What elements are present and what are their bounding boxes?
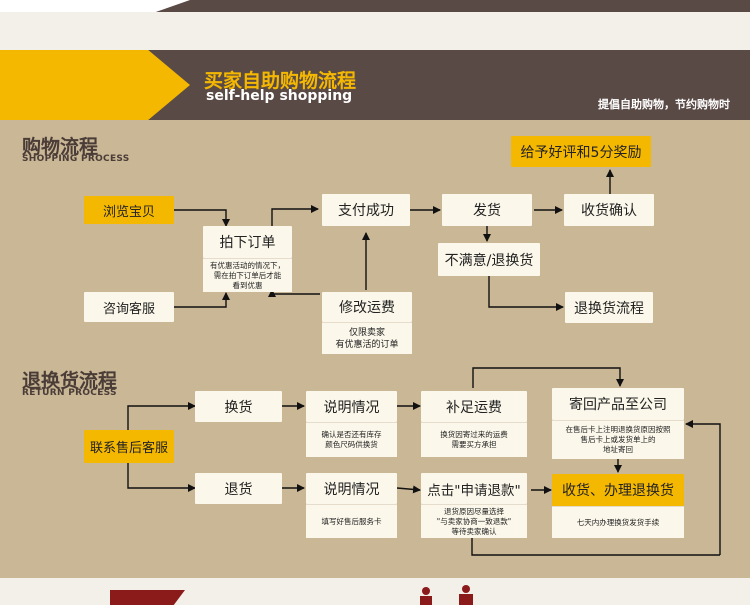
explain-exchange-note-line: 确认是否还有库存 (321, 430, 382, 439)
top-decoration (0, 0, 190, 12)
step-contact-aftersales: 联系售后客服 (84, 430, 174, 463)
explain-exchange-note-line: 颜色尺码供换货 (325, 440, 378, 449)
banner-subtitle: self-help shopping (206, 88, 353, 104)
step-modify-shipping: 修改运费 (322, 292, 412, 322)
supplement-note-line: 换货因寄过来的运费 (440, 430, 508, 439)
send-back-note-line: 售后卡上或发货单上的 (580, 435, 656, 444)
step-browse-items: 浏览宝贝 (84, 196, 174, 224)
place-order-note-line: 有优惠活动的情况下， (210, 260, 285, 270)
step-place-order: 拍下订单 (203, 226, 292, 258)
supplement-shipping-note: 换货因寄过来的运费 需要买方承担 (421, 422, 527, 457)
footer-red-shape (110, 590, 185, 605)
send-back-note-line: 地址寄回 (603, 445, 633, 454)
step-refund: 退货 (195, 473, 282, 504)
place-order-note: 有优惠活动的情况下， 需在拍下订单后才能 看到优惠 (203, 258, 292, 292)
step-reward: 给予好评和5分奖励 (511, 136, 651, 167)
modify-shipping-note: 仅限卖家 有优惠活的订单 (322, 322, 412, 354)
step-explain-refund: 说明情况 (306, 473, 397, 504)
step-return-process: 退换货流程 (565, 292, 653, 323)
banner-arrow-decoration (0, 50, 190, 120)
apply-refund-note-line: 退货原因尽量选择 (444, 506, 504, 516)
top-bar (0, 0, 750, 12)
step-receive-confirm: 收货确认 (564, 194, 654, 226)
step-ship: 发货 (442, 194, 532, 226)
apply-refund-note-line: 等待卖家确认 (451, 526, 497, 536)
supplement-note-line: 需要买方承担 (451, 440, 497, 449)
step-supplement-shipping: 补足运费 (421, 391, 527, 422)
step-unsatisfied-return: 不满意/退换货 (438, 243, 540, 276)
step-consult-support: 咨询客服 (84, 292, 174, 322)
modify-note-line: 有优惠活的订单 (335, 339, 399, 350)
step-receive-handle-return: 收货、办理退换货 (552, 474, 684, 506)
apply-refund-note: 退货原因尽量选择 "与卖家协商一致退款" 等待卖家确认 (421, 504, 527, 538)
banner-title: 买家自助购物流程 (204, 70, 357, 92)
explain-exchange-note: 确认是否还有库存 颜色尺码供换货 (306, 422, 397, 457)
place-order-note-line: 看到优惠 (232, 280, 263, 290)
send-back-note: 在售后卡上注明退换货原因按照 售后卡上或发货单上的 地址寄回 (552, 420, 684, 459)
banner-slogan: 提倡自助购物，节约购物时 (598, 98, 730, 111)
explain-refund-note-line: 填写好售后服务卡 (321, 516, 382, 526)
step-exchange: 换货 (195, 391, 282, 422)
step-apply-refund: 点击"申请退款" (421, 473, 527, 504)
return-process-title: 退换货流程 (22, 370, 118, 392)
send-back-note-line: 在售后卡上注明退换货原因按照 (565, 425, 671, 434)
return-process-subtitle: RETURN PROCESS (22, 388, 117, 398)
step-send-back-product: 寄回产品至公司 (552, 388, 684, 420)
shopping-process-subtitle: SHOPPING PROCESS (22, 154, 130, 164)
footer-figure-icon (420, 585, 473, 605)
step-explain-exchange: 说明情况 (306, 391, 397, 422)
receive-handle-note: 七天内办理换货发货手续 (552, 506, 684, 538)
receive-handle-note-line: 七天内办理换货发货手续 (576, 517, 660, 527)
explain-refund-note: 填写好售后服务卡 (306, 504, 397, 538)
shopping-process-title: 购物流程 (22, 136, 99, 158)
place-order-note-line: 需在拍下订单后才能 (213, 270, 282, 280)
modify-note-line: 仅限卖家 (348, 327, 385, 338)
step-payment-success: 支付成功 (322, 194, 410, 226)
apply-refund-note-line: "与卖家协商一致退款" (436, 516, 512, 526)
